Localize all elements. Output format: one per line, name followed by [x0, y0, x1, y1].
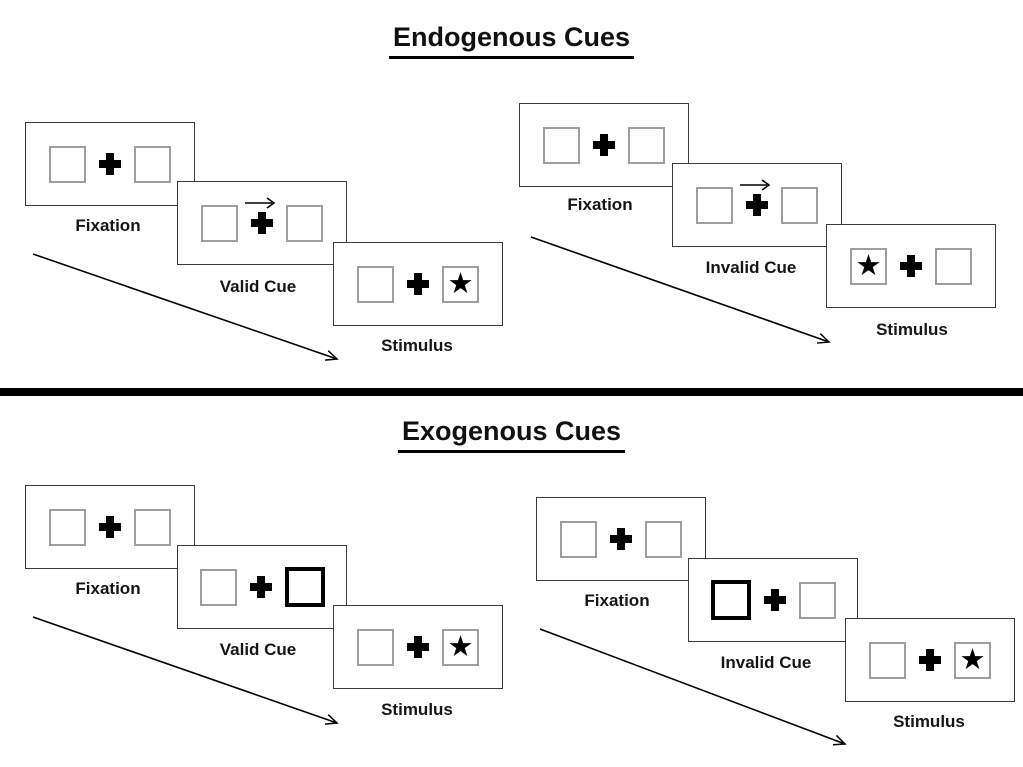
frame-label: Stimulus	[381, 336, 453, 355]
fixation-cross-icon	[593, 134, 615, 156]
frame-label: Fixation	[75, 216, 141, 235]
cue-arrow-icon	[245, 197, 276, 209]
left-box	[560, 520, 597, 558]
frame-label: Invalid Cue	[705, 258, 797, 277]
left-box	[869, 641, 906, 679]
right-box	[781, 186, 818, 224]
frame-label: Invalid Cue	[720, 653, 812, 672]
fixation-panel	[519, 103, 689, 187]
fixation-cross-icon	[610, 528, 632, 550]
fixation-cross-icon	[249, 576, 272, 598]
section-title-endogenous: Endogenous Cues	[0, 22, 1023, 59]
fixation-cross-icon	[407, 636, 429, 658]
fixation-cross-icon	[99, 516, 121, 538]
stimulus-panel: ★	[845, 618, 1015, 702]
sequence-arrow	[32, 253, 339, 361]
fixation-cross-icon	[900, 255, 922, 277]
right-box	[286, 204, 323, 242]
fixation-cross-icon	[740, 179, 771, 216]
frame-label: Valid Cue	[219, 640, 297, 659]
section-divider	[0, 388, 1023, 396]
left-box	[199, 568, 237, 606]
star-icon: ★	[447, 265, 474, 300]
invalid-cue-panel	[672, 163, 842, 247]
valid-cue-panel	[177, 545, 347, 629]
fixation-panel	[25, 122, 195, 206]
sequence-arrow	[530, 236, 831, 344]
frame-label: Stimulus	[876, 320, 948, 339]
left-box	[201, 204, 238, 242]
fixation-panel	[25, 485, 195, 569]
left-box	[357, 628, 394, 666]
section-title-exogenous: Exogenous Cues	[0, 416, 1023, 453]
fixation-cross-icon	[245, 197, 276, 234]
cue-arrow-icon	[740, 179, 771, 191]
sequence-arrow	[32, 616, 339, 725]
frame-label: Fixation	[75, 579, 141, 598]
sequence-arrow	[539, 628, 847, 746]
left-box	[49, 145, 86, 183]
star-icon: ★	[855, 247, 882, 282]
cue-box	[710, 580, 751, 620]
frame-label: Fixation	[567, 195, 633, 214]
right-box	[935, 247, 972, 285]
stimulus-panel: ★	[826, 224, 996, 308]
stimulus-panel: ★	[333, 605, 503, 689]
fixation-cross-icon	[99, 153, 121, 175]
right-box	[134, 508, 171, 546]
right-box	[628, 126, 665, 164]
frame-label: Valid Cue	[219, 277, 297, 296]
fixation-cross-icon	[407, 273, 429, 295]
left-box: ★	[850, 247, 887, 285]
right-box: ★	[954, 641, 991, 679]
star-icon: ★	[959, 641, 986, 676]
right-box: ★	[442, 628, 479, 666]
frame-label: Fixation	[584, 591, 650, 610]
fixation-cross-icon	[763, 589, 786, 611]
fixation-panel	[536, 497, 706, 581]
star-icon: ★	[447, 628, 474, 663]
fixation-cross-icon	[919, 649, 941, 671]
valid-cue-panel	[177, 181, 347, 265]
right-box	[134, 145, 171, 183]
right-box	[645, 520, 682, 558]
right-box	[798, 581, 836, 619]
frame-label: Stimulus	[381, 700, 453, 719]
right-box: ★	[442, 265, 479, 303]
frame-label: Stimulus	[893, 712, 965, 731]
invalid-cue-panel	[688, 558, 858, 642]
stimulus-panel: ★	[333, 242, 503, 326]
left-box	[543, 126, 580, 164]
left-box	[696, 186, 733, 224]
left-box	[357, 265, 394, 303]
left-box	[49, 508, 86, 546]
cue-box	[284, 567, 325, 607]
